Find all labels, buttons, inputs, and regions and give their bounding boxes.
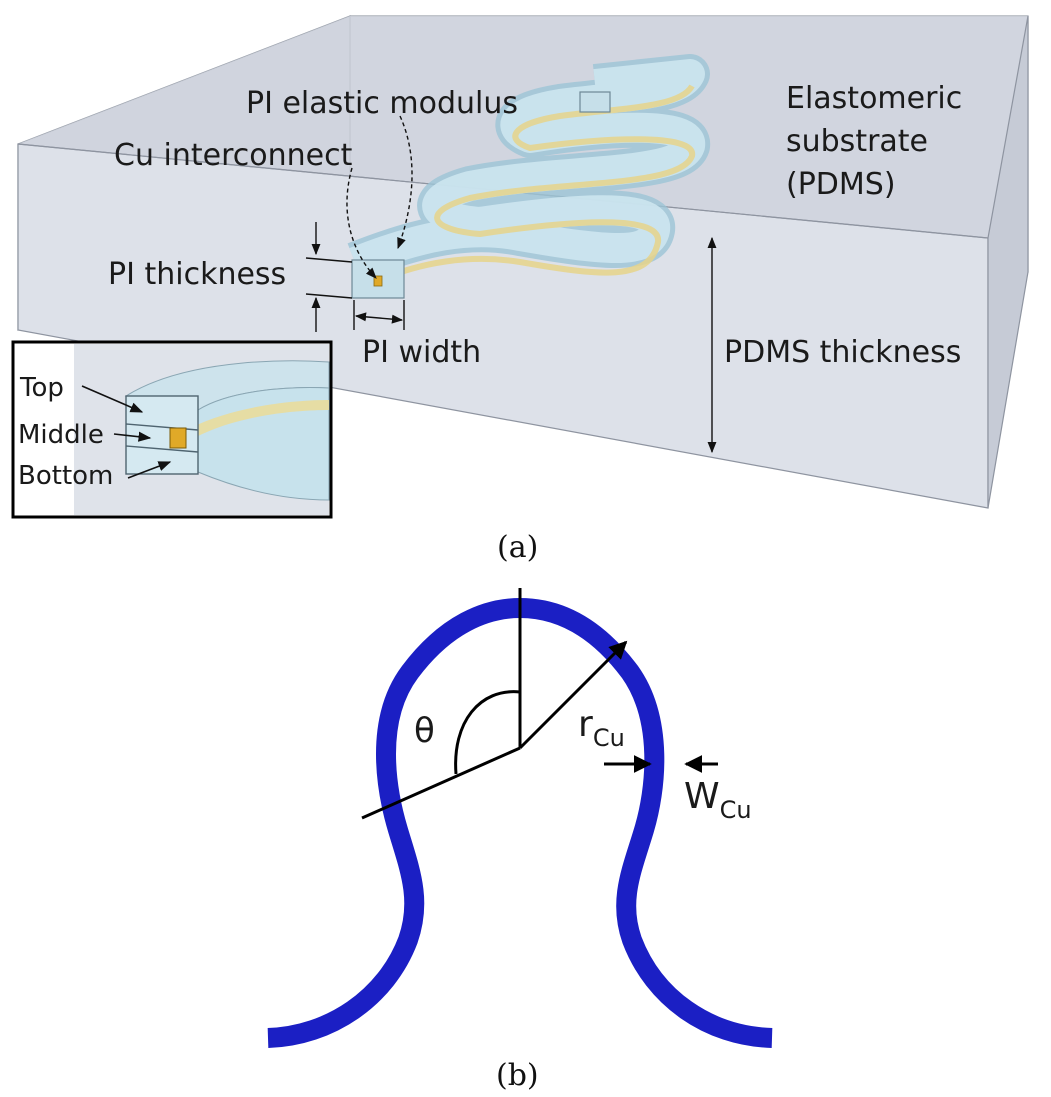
serpentine-interconnect xyxy=(347,54,710,299)
label-pi-thickness: PI thickness xyxy=(108,257,286,292)
pdms-right-face xyxy=(987,15,1029,509)
label-pi-width: PI width xyxy=(362,335,481,370)
panel-b: θ rCu WCu (b) xyxy=(267,588,773,1093)
pi-width-dimension xyxy=(353,300,405,330)
panel-a: PI elastic modulus Cu interconnect Elast… xyxy=(11,15,1029,565)
label-pdms-thickness: PDMS thickness xyxy=(724,335,961,370)
radius-arrow xyxy=(518,640,628,750)
inset-label-bottom: Bottom xyxy=(18,461,113,491)
label-elastomeric-line2: substrate xyxy=(786,124,928,159)
theta-arc xyxy=(454,690,521,775)
inset-cu-band xyxy=(190,400,329,438)
caption-b: (b) xyxy=(496,1058,539,1093)
cu-cross-section xyxy=(373,275,383,287)
inset-cu-cross-section xyxy=(169,427,187,449)
angle-reference-line xyxy=(361,746,521,820)
label-cu-interconnect: Cu interconnect xyxy=(114,138,353,173)
cu-interconnect-leader xyxy=(346,167,377,279)
label-pi-elastic-modulus: PI elastic modulus xyxy=(246,86,518,121)
label-elastomeric-line1: Elastomeric xyxy=(786,81,962,116)
pi-elastic-modulus-leader xyxy=(397,115,413,250)
serpentine-cu-core xyxy=(373,84,696,285)
label-w-cu: WCu xyxy=(684,776,752,824)
trace-end-block xyxy=(579,91,611,113)
inset-label-top: Top xyxy=(19,373,64,403)
serpentine-pi-top xyxy=(349,59,705,276)
label-theta: θ xyxy=(414,711,435,751)
label-elastomeric-line3: (PDMS) xyxy=(786,167,896,202)
inset-cross-section-face xyxy=(125,395,199,475)
inset-label-middle: Middle xyxy=(18,420,104,450)
cross-section-inset: Top Middle Bottom xyxy=(11,340,333,519)
pi-thickness-dimension xyxy=(305,222,353,332)
label-r-cu: rCu xyxy=(578,704,625,752)
caption-a: (a) xyxy=(497,530,538,565)
